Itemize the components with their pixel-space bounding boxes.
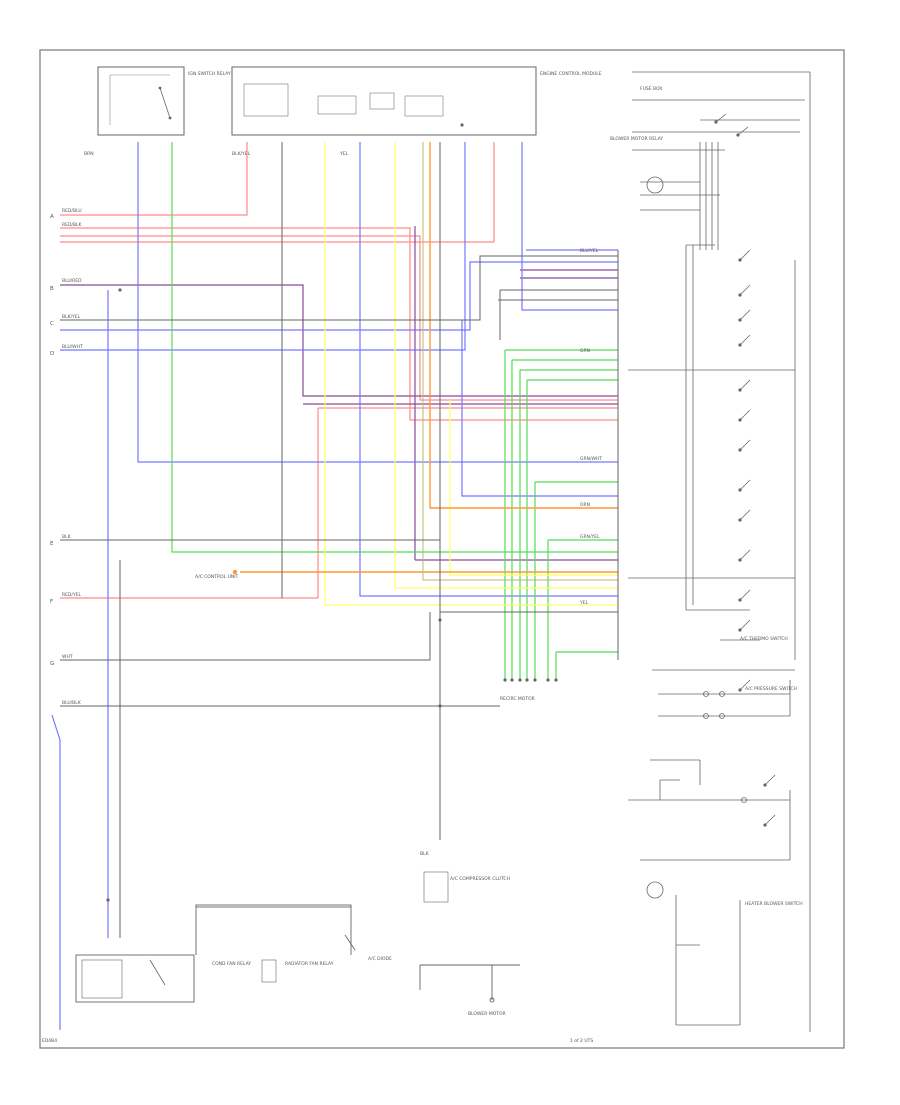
diagram-frame [39, 49, 845, 1049]
green-wires [171, 142, 618, 680]
yellow-wires [324, 142, 618, 606]
bottom-components [75, 871, 520, 1003]
blower-motor-label: BLOWER MOTOR [468, 1011, 506, 1017]
right-switches [703, 113, 776, 827]
wire-label: GRN/WHT [580, 456, 602, 462]
wire-label: BLK/YEL [62, 314, 81, 320]
junction-dots [106, 123, 558, 902]
bottom-labels: COND FAN RELAY RADIATOR FAN RELAY A/C DI… [195, 86, 803, 1017]
side-letter: C [50, 321, 54, 327]
ign-relay-box: IGN SWITCH RELAY [97, 66, 231, 136]
red-wires [60, 142, 618, 599]
module-label: ENGINE CONTROL MODULE [540, 71, 602, 77]
radiator-fan-label: A/C DIODE [368, 956, 392, 962]
cond-fan-relay-label: COND FAN RELAY [212, 961, 251, 967]
side-letter: A [50, 214, 54, 220]
wire-label: GRN/YEL [580, 534, 600, 540]
wire-label: BLK [420, 851, 430, 857]
wire-label: RED/BLU [62, 208, 82, 214]
ac-unit-label: A/C CONTROL UNIT [195, 574, 239, 580]
compressor-clutch-label: A/C COMPRESSOR CLUTCH [450, 876, 510, 882]
footer-left-code: ED4B4 [42, 1038, 57, 1044]
wire-label: YEL [579, 600, 589, 606]
wire-label: RED/BLK [62, 222, 83, 228]
wire-label: BLU/WHT [62, 344, 83, 350]
module-box: ENGINE CONTROL MODULE [231, 66, 602, 136]
wire-label: BLU/BLK [62, 700, 82, 706]
recirc-motor-label: RECIRC MOTOR [500, 696, 535, 702]
fuse-box-label: FUSE BOX [640, 86, 662, 92]
ac-thermo-label: A/C THERMO SWITCH [740, 636, 788, 642]
wire-label: RED/YEL [62, 592, 82, 598]
wire-label: GRN [580, 348, 590, 354]
side-letter: F [50, 599, 53, 605]
wire-color-labels: RED/BLU RED/BLK BLU/RED BLK/YEL BLU/WHT … [62, 151, 602, 857]
blower-relay-label: BLOWER MOTOR RELAY [610, 136, 663, 142]
side-letters: A B C D E F G [50, 214, 54, 667]
wire-label: BRN [84, 151, 94, 157]
purple-wires [60, 226, 618, 561]
wire-label: BLK/YEL [232, 151, 251, 157]
wire-label: WHT [62, 654, 73, 660]
orange-wires [240, 142, 618, 573]
gray-wires [60, 142, 619, 938]
olive-wires [422, 142, 618, 581]
pressure-switch-label: A/C PRESSURE SWITCH [745, 686, 797, 692]
ign-relay-label: IGN SWITCH RELAY [188, 71, 231, 77]
blower-switch-label: HEATER BLOWER SWITCH [745, 901, 803, 907]
wire-label: ORN [580, 502, 590, 508]
wire-label: BLU/YEL [580, 248, 599, 254]
right-panel [628, 71, 811, 1032]
thermo-switch-label: RADIATOR FAN RELAY [285, 961, 334, 967]
wire-label: YEL [339, 151, 349, 157]
blue-wires [51, 142, 618, 1030]
side-letter: B [50, 286, 54, 292]
wire-label: BLU/RED [62, 278, 82, 284]
side-letter: D [50, 351, 54, 357]
side-letter: E [50, 541, 54, 547]
footer-right-code: 1 of 2 UTS [570, 1038, 593, 1044]
side-letter: G [50, 661, 54, 667]
wire-label: BLK [62, 534, 72, 540]
